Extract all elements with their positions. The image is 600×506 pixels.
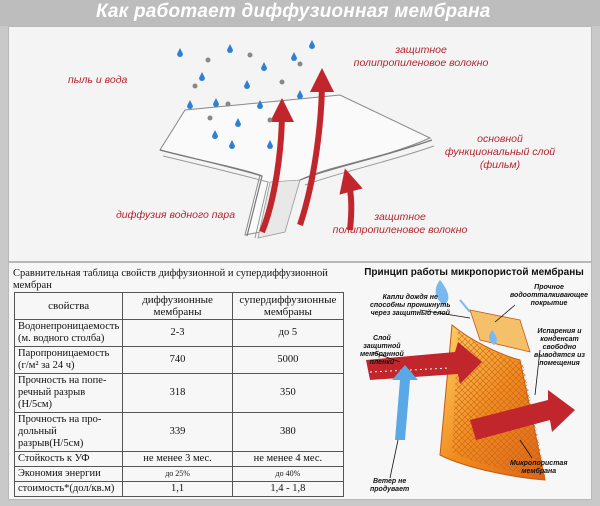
vapor-arrow bbox=[366, 342, 482, 384]
vapor-arrow bbox=[369, 367, 451, 373]
row-superdiffusion-value: 380 bbox=[231, 412, 345, 452]
coating-layer bbox=[469, 309, 531, 353]
table-row: Стойкость к УФ не менее 3 мес. не менее … bbox=[13, 451, 345, 467]
row-diffusion-value: 2-3 bbox=[122, 319, 233, 347]
vapor-arrow bbox=[339, 168, 363, 231]
row-superdiffusion-value: 350 bbox=[231, 373, 345, 413]
table-row: Прочность на про-дольный разрыв(Н/5см) 3… bbox=[13, 412, 345, 452]
inner-fiber-label-line: полипропиленовое волокно bbox=[332, 224, 468, 236]
rain-drop-icon bbox=[435, 280, 449, 305]
dust-particles bbox=[192, 52, 303, 123]
wind-arrow bbox=[392, 365, 418, 440]
rain-drops bbox=[177, 40, 315, 149]
outer-fiber-label-line: защитное bbox=[395, 44, 447, 56]
table-caption: Сравнительная таблица свойств диффузионн… bbox=[13, 268, 328, 291]
rain-drop-icon bbox=[489, 330, 497, 345]
inner-fiber-label: защитное полипропиленовое волокно bbox=[325, 211, 475, 237]
table-row: Экономия энергии до 25% до 40% bbox=[13, 466, 345, 482]
table-row: Паропроницаемость(г/м² за 24 ч) 740 5000 bbox=[13, 346, 345, 374]
functional-layer-label: основной функциональный слой (фильм) bbox=[430, 133, 570, 172]
row-diffusion-value: 740 bbox=[122, 346, 233, 374]
functional-layer-label-line: функциональный слой bbox=[444, 146, 556, 158]
vapor-arrow bbox=[470, 390, 575, 440]
row-diffusion-value: 339 bbox=[122, 412, 233, 452]
table-row: Водонепроницаемость(м. водного столба) 2… bbox=[13, 319, 345, 347]
outer-fiber-label-line: полипропиленовое волокно bbox=[353, 57, 489, 69]
vapor-diffusion-label: диффузия водного пара bbox=[116, 209, 236, 221]
row-property: Водонепроницаемость(м. водного столба) bbox=[13, 319, 124, 347]
row-superdiffusion-value: 5000 bbox=[231, 346, 345, 374]
functional-layer-label-line: основной bbox=[477, 133, 523, 145]
outer-fiber-label: защитное полипропиленовое волокно bbox=[344, 44, 498, 70]
dust-water-label: пыль и вода bbox=[68, 74, 128, 86]
page-title: Как работает диффузионная мембрана bbox=[96, 1, 491, 22]
vapor-arrow bbox=[259, 98, 294, 234]
rain-drop-icon bbox=[459, 299, 471, 313]
header-diffusion: диффузионные мембраны bbox=[122, 292, 233, 320]
micro-title: Принцип работы микропористой мембраны bbox=[364, 267, 584, 278]
table-row: стоимость*(дол/кв.м) 1,1 1,4 - 1,8 bbox=[13, 481, 345, 497]
row-property: Паропроницаемость(г/м² за 24 ч) bbox=[13, 346, 124, 374]
table-header-row: свойства диффузионные мембраны супердифф… bbox=[13, 292, 345, 320]
row-property: стоимость*(дол/кв.м) bbox=[13, 481, 124, 497]
row-diffusion-value: 1,1 bbox=[122, 481, 233, 497]
comparison-table: свойства диффузионные мембраны супердифф… bbox=[13, 292, 345, 497]
vapor-arrow bbox=[297, 68, 334, 226]
row-superdiffusion-value: 1,4 - 1,8 bbox=[231, 481, 345, 497]
functional-layer-label-line: (фильм) bbox=[479, 159, 521, 171]
header-properties: свойства bbox=[13, 292, 124, 320]
row-diffusion-value: 318 bbox=[122, 373, 233, 413]
inner-fiber-label-line: защитное bbox=[374, 211, 426, 223]
title-bar bbox=[0, 0, 600, 26]
